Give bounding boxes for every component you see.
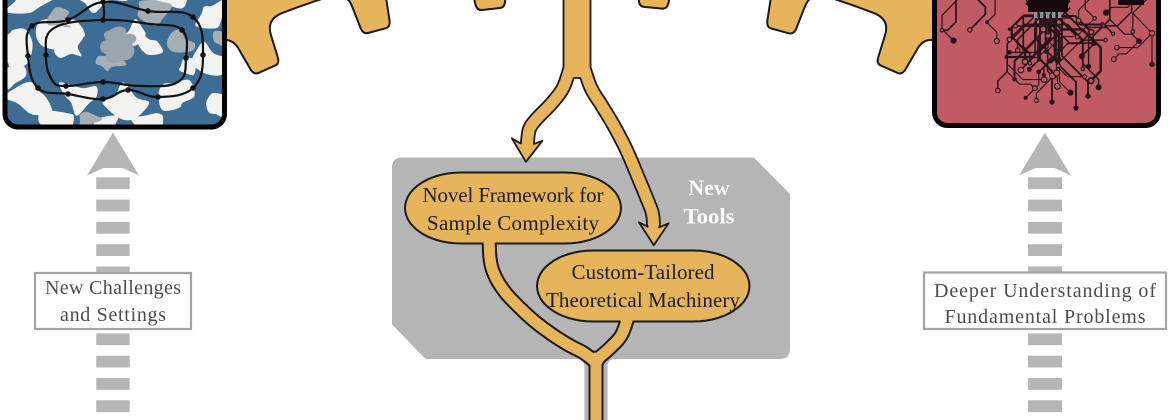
svg-text:Custom-Tailored: Custom-Tailored: [572, 260, 716, 284]
svg-text:Fundamental Problems: Fundamental Problems: [945, 306, 1146, 328]
svg-text:Sample Complexity: Sample Complexity: [427, 211, 600, 235]
svg-text:New Challenges: New Challenges: [45, 277, 181, 299]
svg-text:New: New: [689, 175, 730, 200]
svg-text:Theoretical Machinery: Theoretical Machinery: [546, 288, 741, 312]
svg-text:Novel Framework for: Novel Framework for: [423, 183, 604, 207]
svg-text:Deeper Understanding of: Deeper Understanding of: [934, 280, 1156, 302]
svg-text:Tools: Tools: [684, 204, 735, 229]
svg-text:and Settings: and Settings: [60, 304, 166, 326]
